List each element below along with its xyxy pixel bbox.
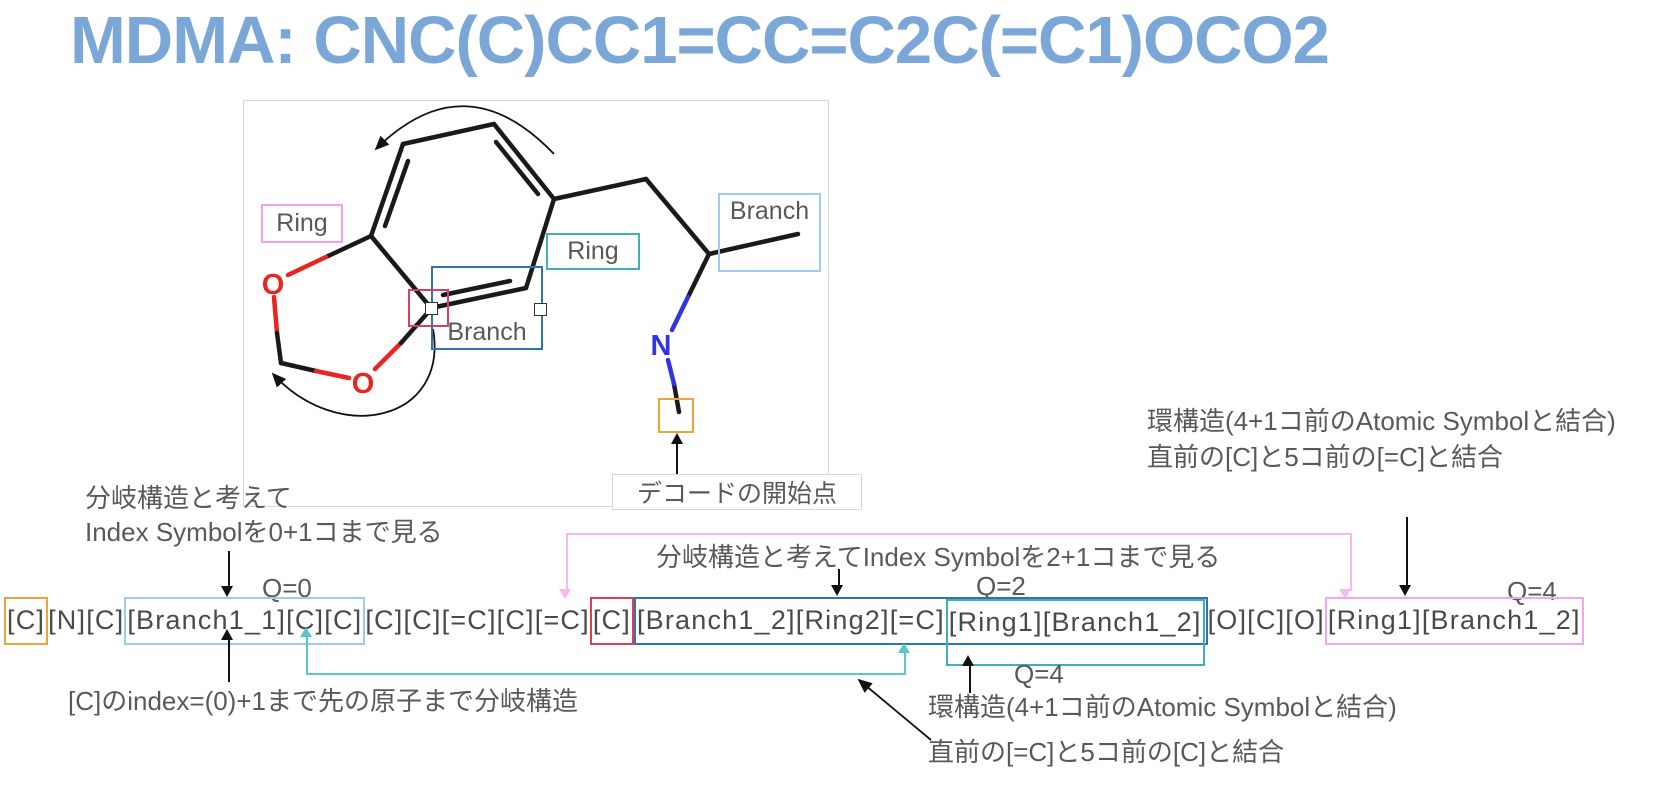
selfies-token: [O]: [1207, 605, 1248, 635]
branch2-note: 分岐構造と考えてIndex Symbolを2+1コまで見る: [656, 542, 1221, 572]
pink-bracket: [566, 533, 1352, 591]
selfies-token: [N]: [48, 605, 87, 635]
red-atom-marker-box: [408, 289, 449, 327]
q2-arrow-head-icon: [831, 585, 843, 596]
branch-index-arrow-line: [228, 640, 230, 682]
selfies-token: [C]: [592, 605, 631, 635]
token-group-red: [C]: [589, 597, 634, 645]
nitrogen-atom-label: N: [651, 330, 672, 362]
ring-label-center-text: Ring: [567, 237, 619, 265]
benzene-ring: [368, 121, 557, 311]
q0-arrow-head-icon: [221, 586, 233, 597]
selfies-token: [Branch1_1]: [127, 605, 287, 635]
ring-label-center: Ring: [546, 233, 640, 270]
selfies-token: [C]: [324, 605, 363, 635]
selfies-token: [C]: [86, 605, 125, 635]
selfies-token: [Branch1_2]: [636, 605, 796, 635]
token-group-teal: [Ring1][Branch1_2]: [945, 599, 1205, 666]
selfies-token: [=C]: [534, 605, 590, 635]
selection-handle: [425, 302, 438, 315]
branch0-note-line1: 分岐構造と考えて: [85, 483, 292, 513]
token-group-lightblue: [Branch1_1][C][C]: [124, 597, 366, 645]
oxygen-bottom-label: O: [352, 368, 375, 400]
nitrogen-bonds: [665, 294, 691, 387]
bottom-curved-arrow-icon: [271, 328, 436, 417]
page-title: MDMA: CNC(C)CC1=CC=C2C(=C1)OCO2: [70, 3, 1330, 78]
orange-start-atom-box: [658, 398, 694, 433]
branch0-note-line2: Index Symbolを0+1コまで見る: [85, 517, 443, 547]
q4-bottom-label: Q=4: [1014, 659, 1064, 689]
selfies-token: [C]: [1247, 605, 1286, 635]
token-group-darkblue: [Branch1_2][Ring2][=C][Ring1][Branch1_2]: [633, 597, 1208, 666]
teal-ring-connector-right: [904, 651, 906, 673]
selfies-token: [C]: [365, 605, 404, 635]
ring-top-note-line1: 環構造(4+1コ前のAtomic Symbolと結合): [1147, 406, 1616, 436]
ring-top-arrow-head-icon: [1399, 585, 1411, 596]
ring-bottom-note-line1: 環構造(4+1コ前のAtomic Symbolと結合): [928, 692, 1397, 722]
branch-label-ring-text: Branch: [447, 318, 527, 346]
q4-top-label: Q=4: [1507, 576, 1557, 606]
selfies-token: [Branch1_2]: [1421, 605, 1581, 635]
selfies-token: [Ring2]: [795, 605, 890, 635]
selfies-token: [=C]: [441, 605, 497, 635]
top-curved-arrow-icon: [374, 105, 555, 155]
selfies-token: [Ring1]: [1327, 605, 1422, 635]
selfies-token: [=C]: [889, 605, 945, 635]
selfies-token: [C]: [403, 605, 442, 635]
oxygen-top-label: O: [262, 269, 285, 301]
selfies-token: [O]: [1285, 605, 1325, 635]
dioxole-bonds: [271, 233, 434, 381]
q0-arrow-line: [228, 551, 230, 587]
ring-top-arrow-line: [1406, 517, 1408, 585]
pink-bracket-arrow-right-icon: [1339, 589, 1351, 599]
molecule-drawing: N O O: [262, 105, 801, 477]
ring-label-left: Ring: [261, 204, 343, 243]
teal-ring-connector: [306, 636, 906, 675]
selfies-token-row: [C][N][C][Branch1_1][C][C][C][C][=C][C][…: [4, 597, 1584, 666]
token-group-orange: [C]: [4, 597, 49, 645]
molecule-panel: N O O Ring Ring Branch Branch: [243, 100, 829, 507]
branch-label-chain-text: Branch: [729, 197, 810, 225]
ring-bottom-note-line2: 直前の[=C]と5コ前の[C]と結合: [928, 737, 1285, 767]
diagonal-arrow: [857, 678, 932, 741]
branch-label-chain: Branch: [718, 193, 821, 272]
ring-bottom-arrow-line: [969, 666, 971, 693]
ring-bottom-arrow-head-icon: [962, 655, 974, 666]
selfies-token: [C]: [496, 605, 535, 635]
decode-start-label-text: デコードの開始点: [636, 480, 837, 508]
selection-handle: [534, 303, 547, 316]
teal-connector-arrow-left-icon: [300, 627, 312, 637]
selfies-token: [Ring1]: [948, 607, 1043, 637]
pink-bracket-arrow-left-icon: [559, 589, 571, 599]
token-group-pink: [Ring1][Branch1_2]: [1324, 597, 1584, 645]
teal-connector-arrow-right-icon: [898, 643, 910, 653]
selfies-token: [Branch1_2]: [1042, 607, 1202, 637]
decode-start-label: デコードの開始点: [612, 474, 862, 510]
ring-top-note-line2: 直前の[C]と5コ前の[=C]と結合: [1147, 442, 1504, 472]
q2-arrow-line: [838, 569, 840, 585]
branch-index-arrow-head-icon: [221, 629, 233, 640]
decode-start-arrow-head-icon: [671, 433, 683, 444]
branch-index-note: [C]のindex=(0)+1まで先の原子まで分岐構造: [68, 686, 578, 716]
q2-label: Q=2: [976, 571, 1026, 601]
ring-label-left-text: Ring: [276, 209, 328, 237]
selfies-token: [C]: [7, 605, 46, 635]
